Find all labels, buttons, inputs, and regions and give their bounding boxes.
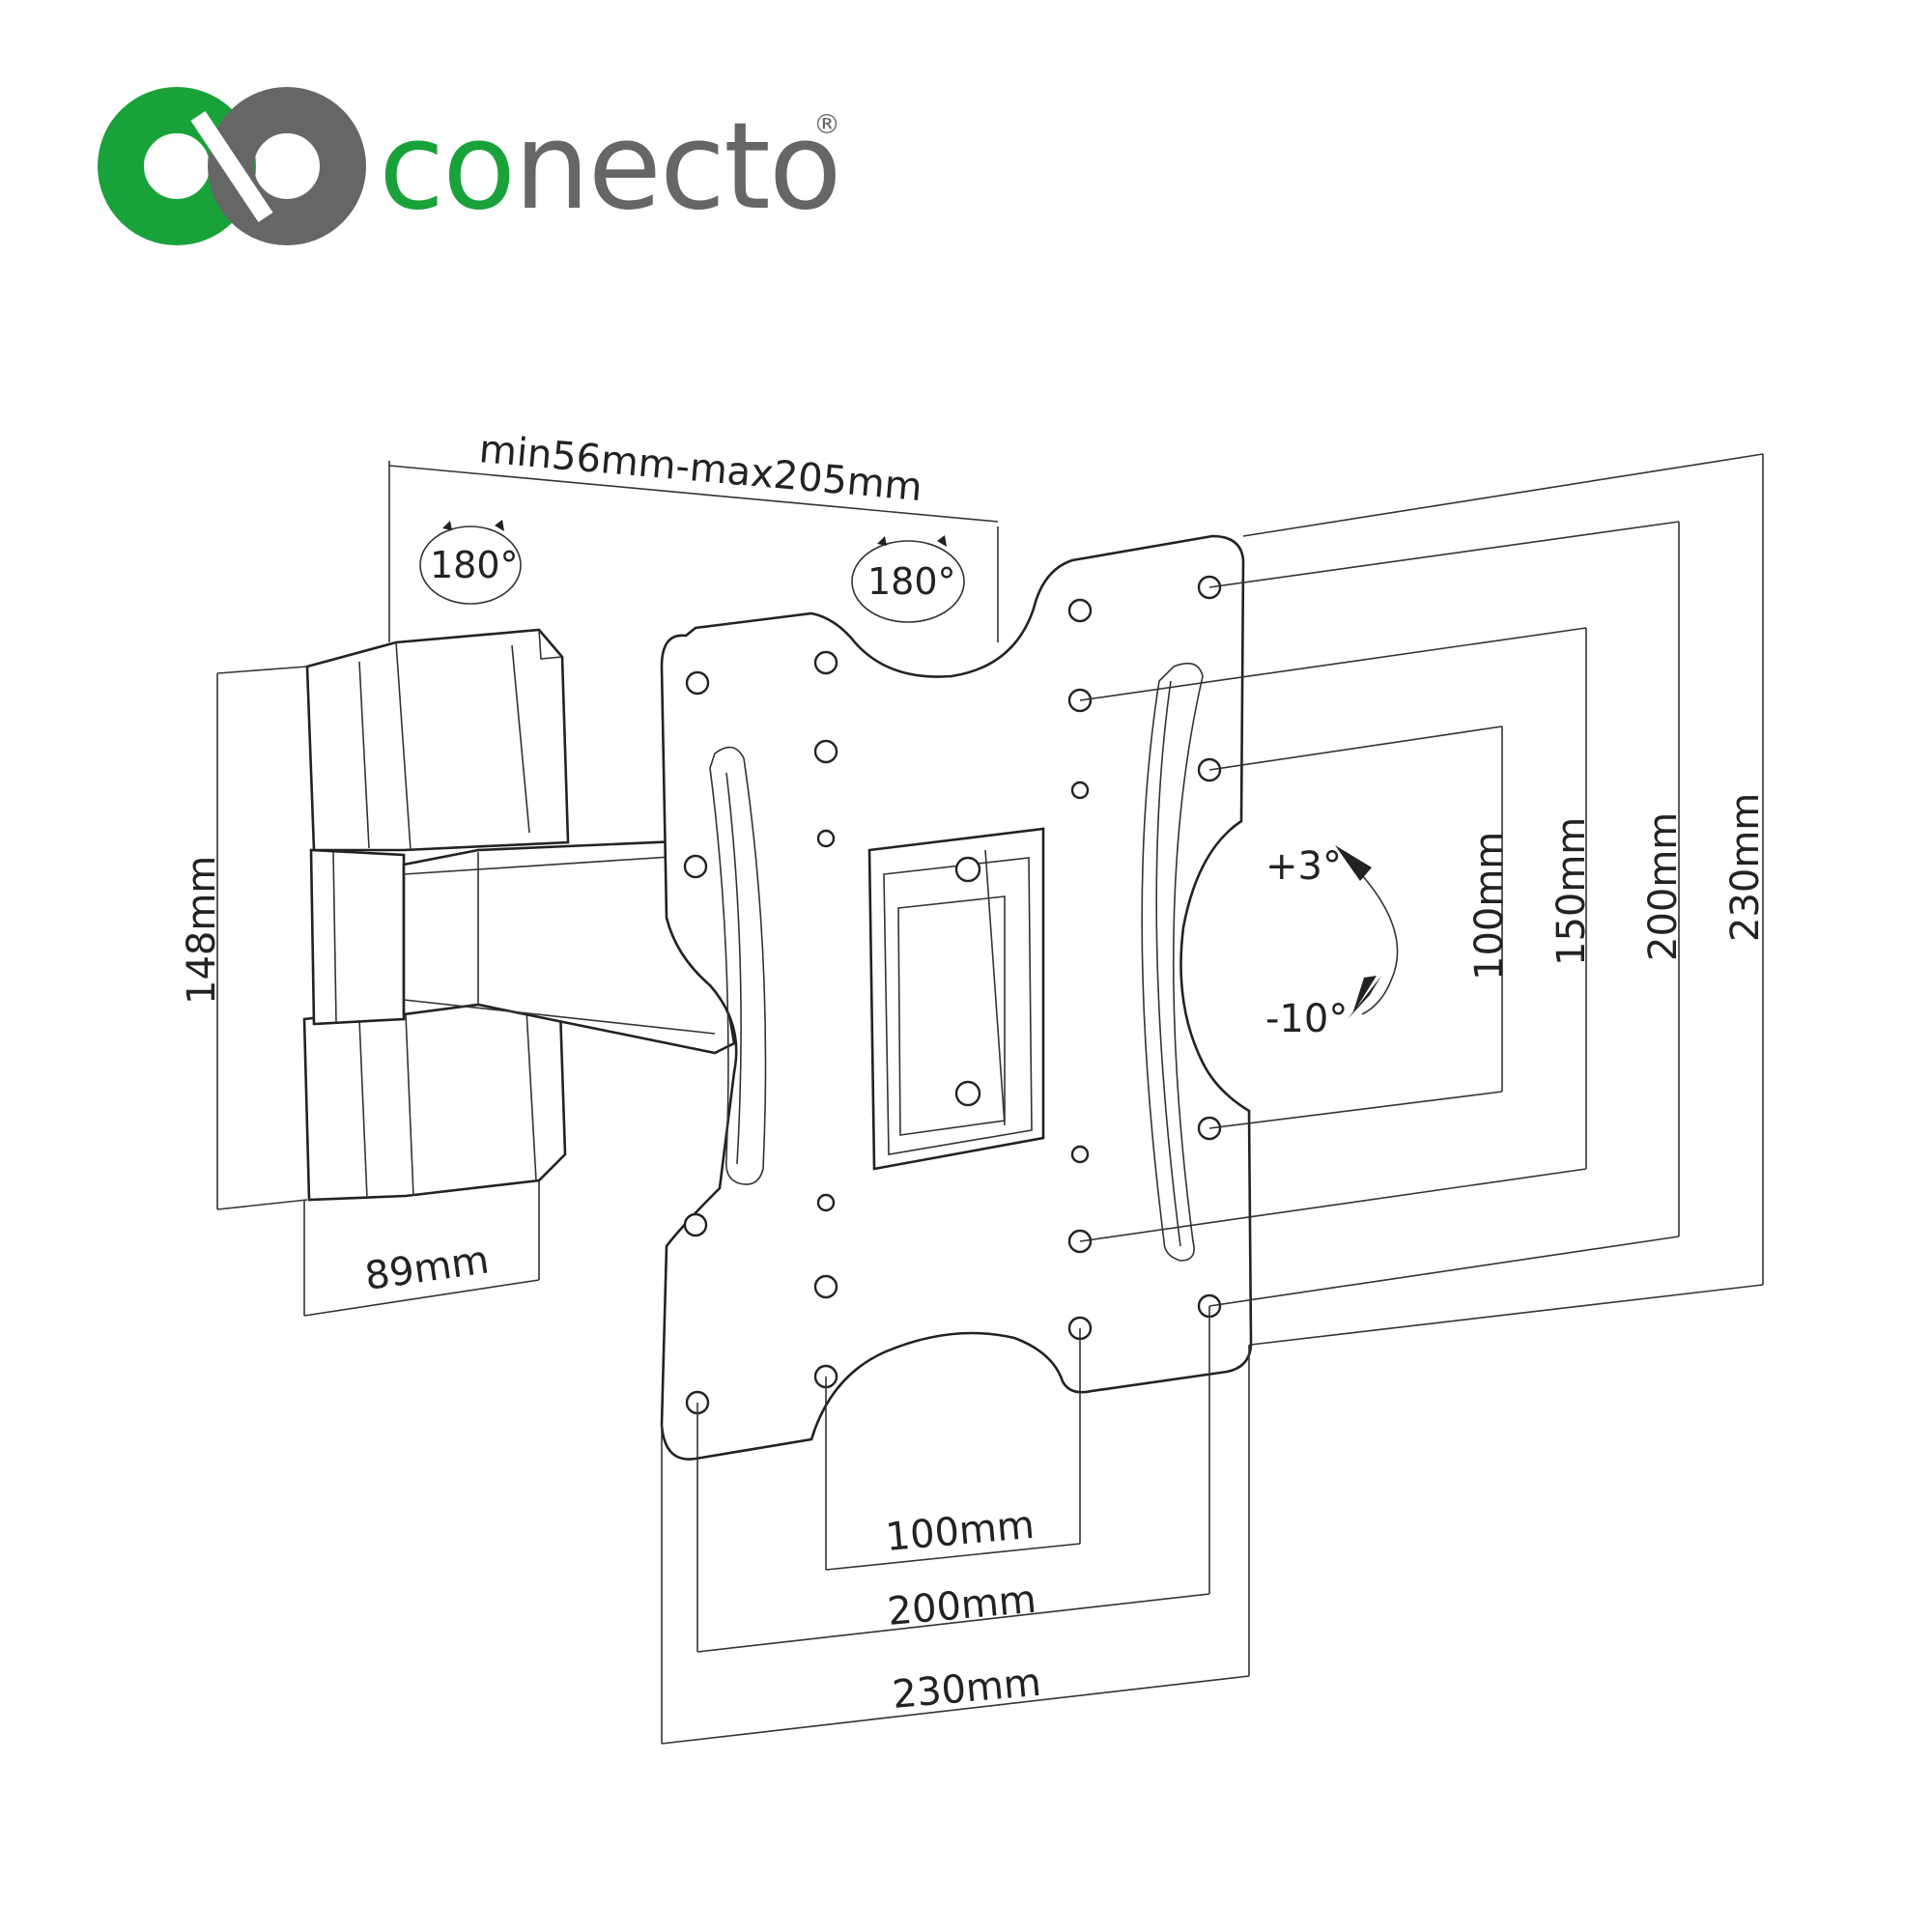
svg-text:conecto: conecto — [379, 98, 840, 237]
logo-text-green: co — [379, 98, 514, 237]
vesa-vertical-100-label: 100mm — [1467, 832, 1512, 980]
rotation-right-icon — [851, 535, 965, 623]
wall-plate-height-label: 148mm — [180, 856, 224, 1005]
arm-extension-label: min56mm-max205mm — [477, 427, 923, 510]
rotation-left-label: 180° — [430, 544, 519, 586]
vesa-vertical-200-label: 200mm — [1641, 812, 1686, 961]
logo-mark-icon — [98, 87, 366, 245]
tilt-up-label: +3° — [1265, 844, 1342, 889]
vesa-horizontal-230-label: 230mm — [891, 1661, 1043, 1718]
tilt-arrow-icon — [1335, 845, 1399, 1019]
vesa-plate — [660, 534, 1253, 1461]
dimension-lines — [216, 453, 1764, 1745]
registered-mark: ® — [813, 108, 840, 140]
vesa-horizontal-100-label: 100mm — [884, 1503, 1037, 1560]
wall-bracket — [302, 628, 570, 1202]
tilt-down-label: -10° — [1265, 997, 1348, 1041]
swivel-arm — [402, 838, 736, 1055]
vesa-horizontal-200-label: 200mm — [886, 1577, 1038, 1634]
vesa-vertical-150-label: 150mm — [1549, 817, 1594, 966]
rotation-left-icon — [419, 520, 522, 605]
rotation-right-label: 180° — [867, 560, 956, 603]
conecto-logo: conecto ® — [98, 87, 842, 245]
logo-text-gray: necto — [514, 98, 840, 237]
vesa-vertical-230-label: 230mm — [1723, 793, 1768, 942]
